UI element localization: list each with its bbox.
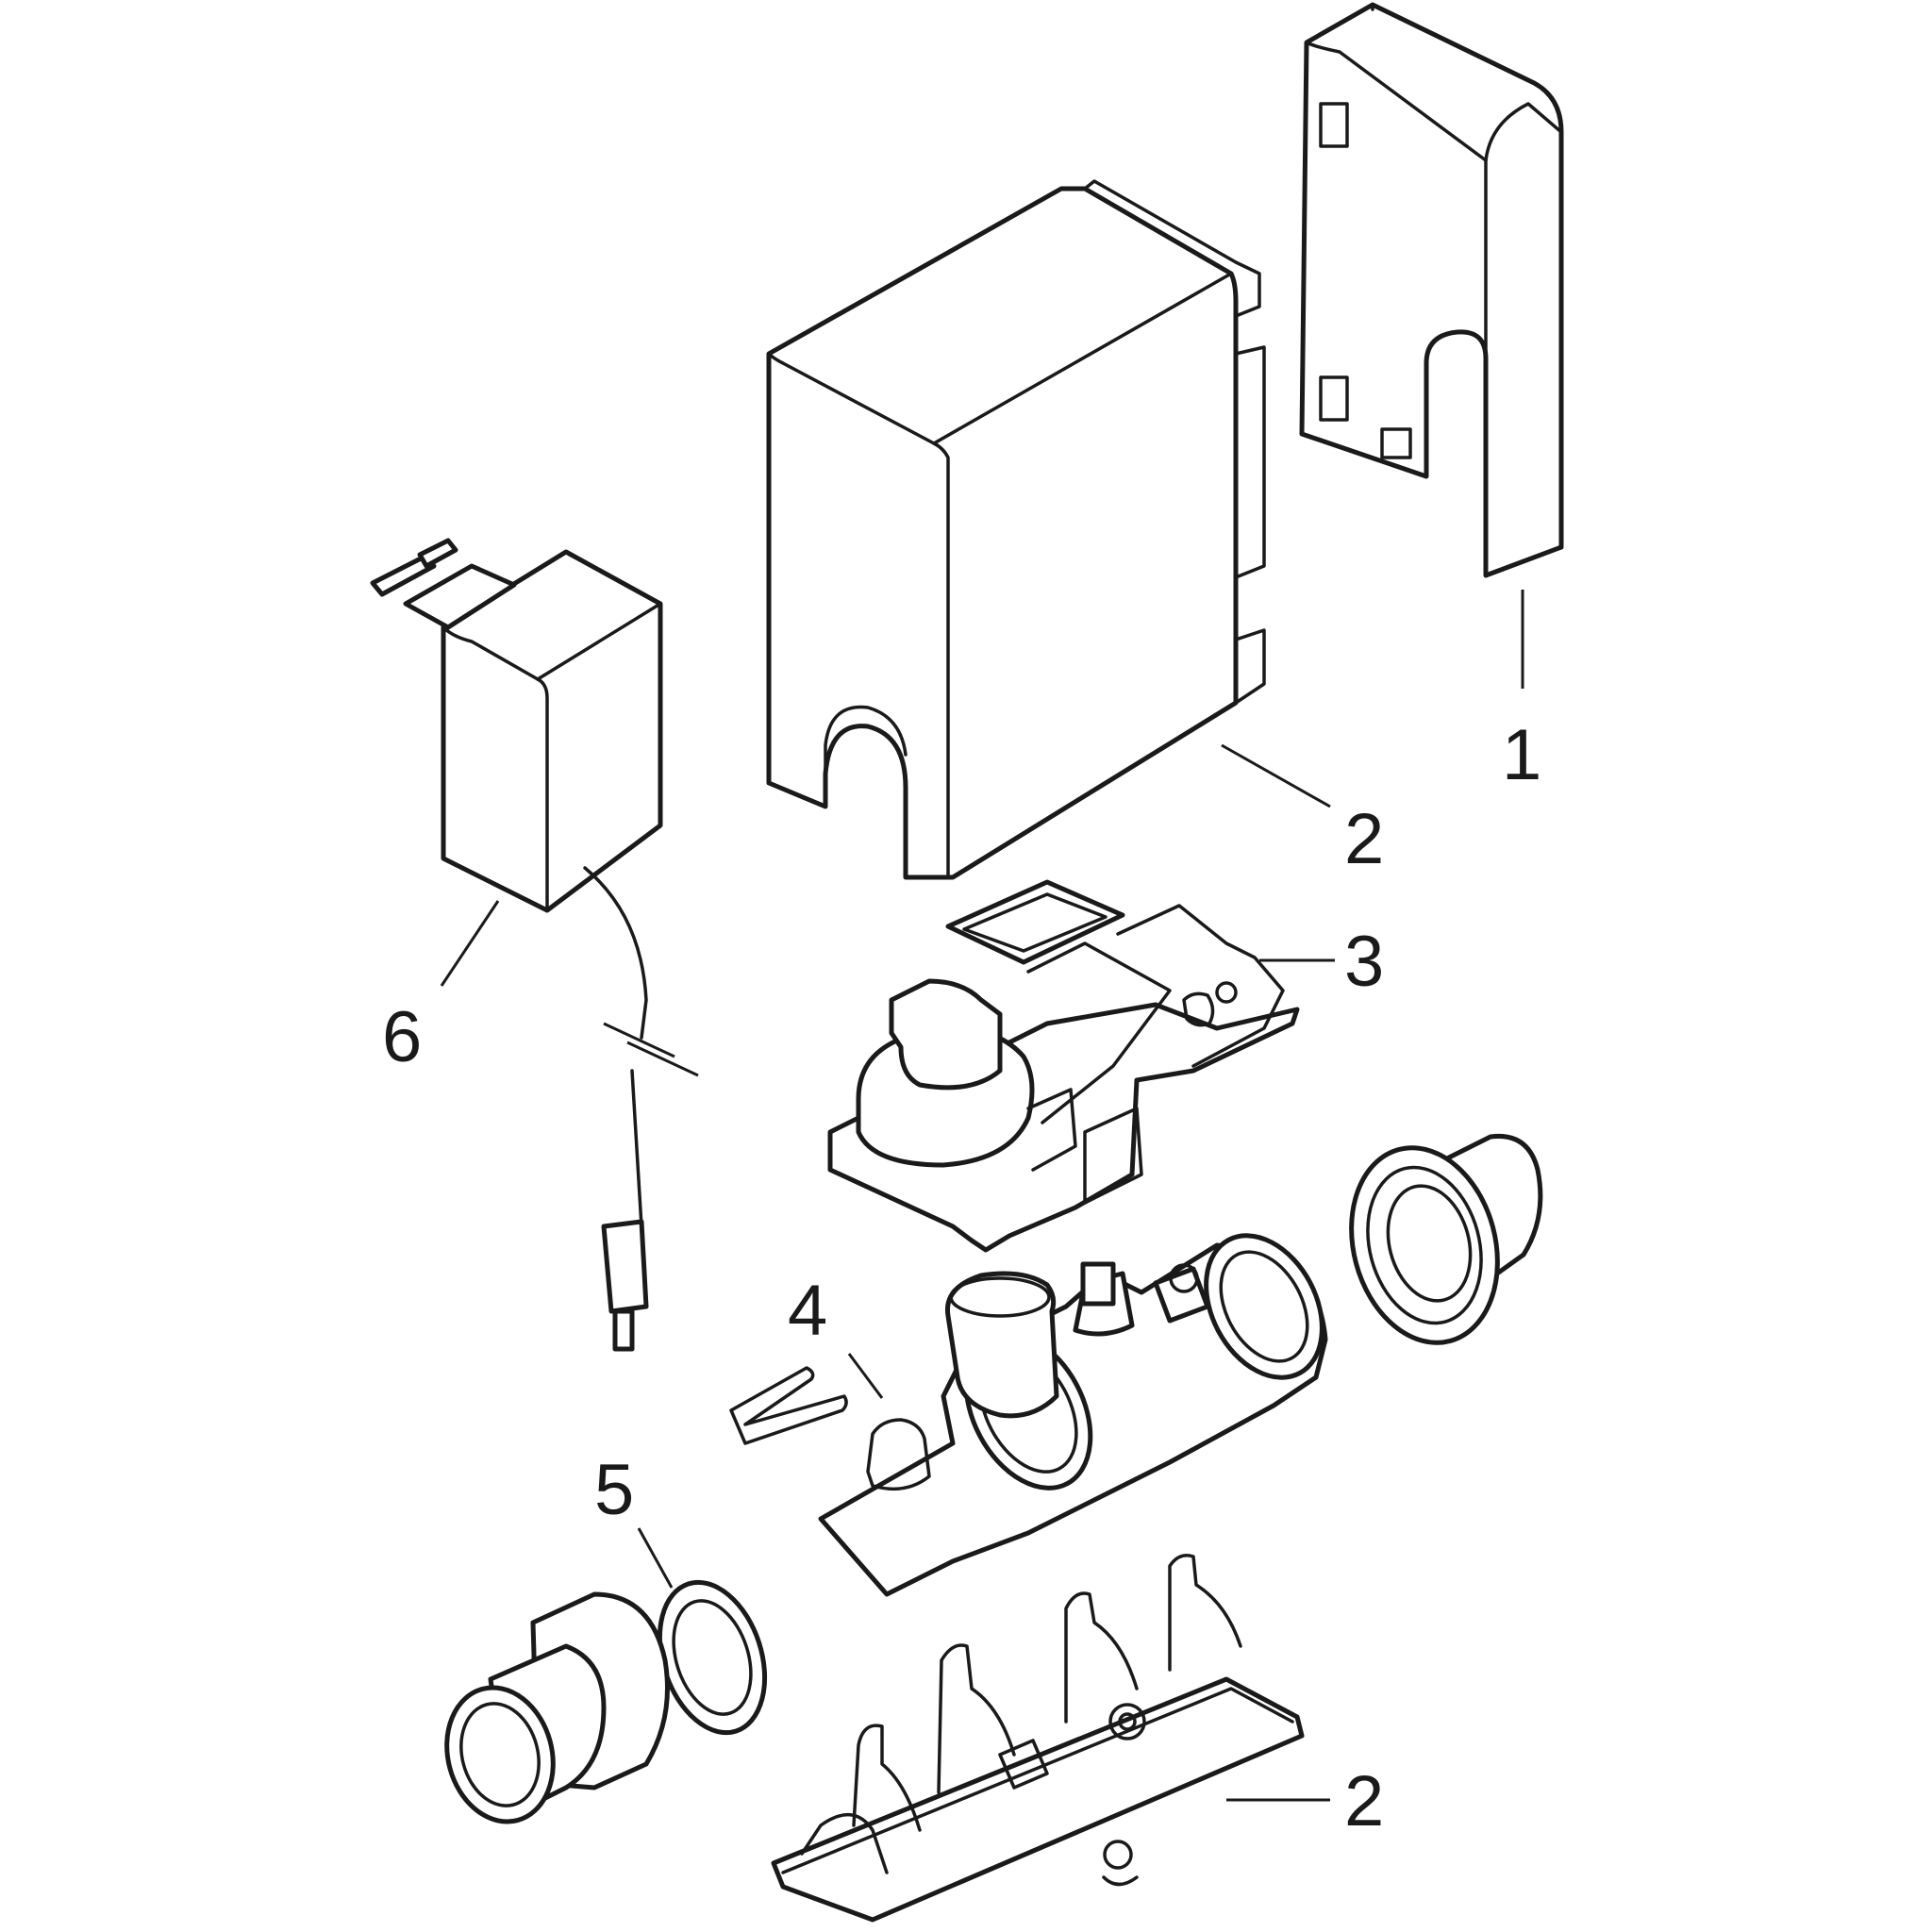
part-2-base-plate — [771, 1554, 1330, 1923]
callout-2-housing: 2 — [1344, 799, 1384, 879]
callout-3: 3 — [1344, 922, 1384, 1002]
part-6-power-adapter — [370, 538, 699, 1352]
callout-5: 5 — [594, 1450, 634, 1530]
callout-6: 6 — [382, 997, 422, 1077]
part-4-valve-body — [729, 1233, 1328, 1597]
part-3-actuator — [827, 879, 1335, 1253]
callout-1: 1 — [1502, 715, 1541, 795]
left-union-nut — [444, 1591, 670, 1824]
part-2-housing — [766, 179, 1331, 880]
part-1-cover-plate — [1299, 2, 1564, 689]
right-union-nut — [1349, 1133, 1543, 1345]
callout-4: 4 — [788, 1271, 827, 1351]
callout-2-base: 2 — [1344, 1761, 1384, 1841]
